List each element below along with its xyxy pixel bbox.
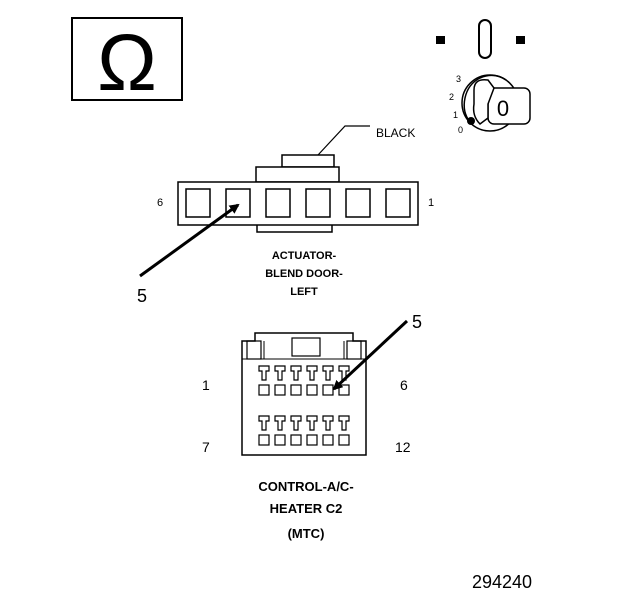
control-pin-bottom-left-label: 7 [202, 439, 210, 455]
actuator-pin [345, 188, 371, 218]
control-pin-terminal [306, 365, 318, 381]
ignition-slot [478, 19, 492, 59]
control-pin-terminal [322, 415, 334, 431]
control-pin-top-right-label: 6 [400, 377, 408, 393]
control-pin-top-left-label: 1 [202, 377, 210, 393]
control-pin-terminal [290, 365, 302, 381]
actuator-pin [265, 188, 291, 218]
control-pin-cavity [322, 384, 334, 396]
control-pins [258, 365, 350, 446]
wire-color-callout: BLACK [317, 125, 415, 156]
ignition-key-icon: 0 [461, 74, 531, 132]
actuator-pin-left-label: 6 [157, 197, 163, 209]
ignition-position-3: 3 [456, 74, 461, 84]
control-latch [291, 337, 321, 357]
control-pin-bottom-right-label: 12 [395, 439, 411, 455]
actuator-pin [185, 188, 211, 218]
control-pin-cavity [306, 434, 318, 446]
actuator-probe-label: 5 [137, 286, 147, 306]
control-pin-terminal [258, 415, 270, 431]
control-pin-cavity [274, 434, 286, 446]
ignition-switch: 3 2 1 0 0 [436, 19, 531, 135]
wire-color-label: BLACK [376, 126, 415, 140]
control-pin-terminal [274, 415, 286, 431]
ignition-position-2: 2 [449, 92, 454, 102]
ignition-key-label: 0 [497, 96, 509, 121]
control-pin-cavity [290, 384, 302, 396]
ignition-right-marker [516, 36, 525, 44]
control-pin-cavity [258, 434, 270, 446]
control-pin-terminal [306, 415, 318, 431]
control-pin-cavity [306, 384, 318, 396]
actuator-pin-right-label: 1 [428, 197, 434, 209]
actuator-lock-tab [281, 154, 335, 168]
control-pin-cavity [258, 384, 270, 396]
control-probe-arrow [332, 319, 409, 391]
actuator-top-ridge [255, 166, 340, 183]
actuator-body [177, 181, 419, 226]
control-pin-cavity [274, 384, 286, 396]
actuator-pin [385, 188, 411, 218]
control-pin-terminal [258, 365, 270, 381]
control-pin-terminal [338, 365, 350, 381]
ignition-position-0: 0 [458, 125, 463, 135]
actuator-name-line-2: BLEND DOOR- [265, 268, 343, 280]
actuator-pin [305, 188, 331, 218]
actuator-connector: 6 1 5 ACTUATOR- BLEND DOOR- LEFT [137, 154, 434, 306]
ignition-left-marker [436, 36, 445, 44]
control-pin-terminal [274, 365, 286, 381]
control-pin-cavity [290, 434, 302, 446]
ignition-position-1: 1 [453, 110, 458, 120]
control-pin-terminal [322, 365, 334, 381]
control-name-line-3: (MTC) [288, 526, 325, 541]
control-name-line-2: HEATER C2 [270, 501, 343, 516]
control-connector: 1 6 7 12 5 CONTROL-A/C- HEATER C2 (MTC) [202, 312, 422, 541]
control-probe-label: 5 [412, 312, 422, 332]
ohm-symbol: Ω [97, 18, 157, 107]
control-pin-terminal [290, 415, 302, 431]
figure-number: 294240 [472, 572, 532, 592]
control-pin-terminal [338, 415, 350, 431]
actuator-name-line-1: ACTUATOR- [272, 250, 337, 262]
control-pin-cavity [322, 434, 334, 446]
actuator-pins [185, 188, 411, 218]
control-pin-cavity [338, 434, 350, 446]
control-name-line-1: CONTROL-A/C- [258, 479, 353, 494]
actuator-probe-arrow [139, 203, 240, 278]
control-pin-cavity [338, 384, 350, 396]
ohmmeter-symbol: Ω [71, 17, 183, 107]
actuator-name-line-3: LEFT [290, 286, 318, 298]
